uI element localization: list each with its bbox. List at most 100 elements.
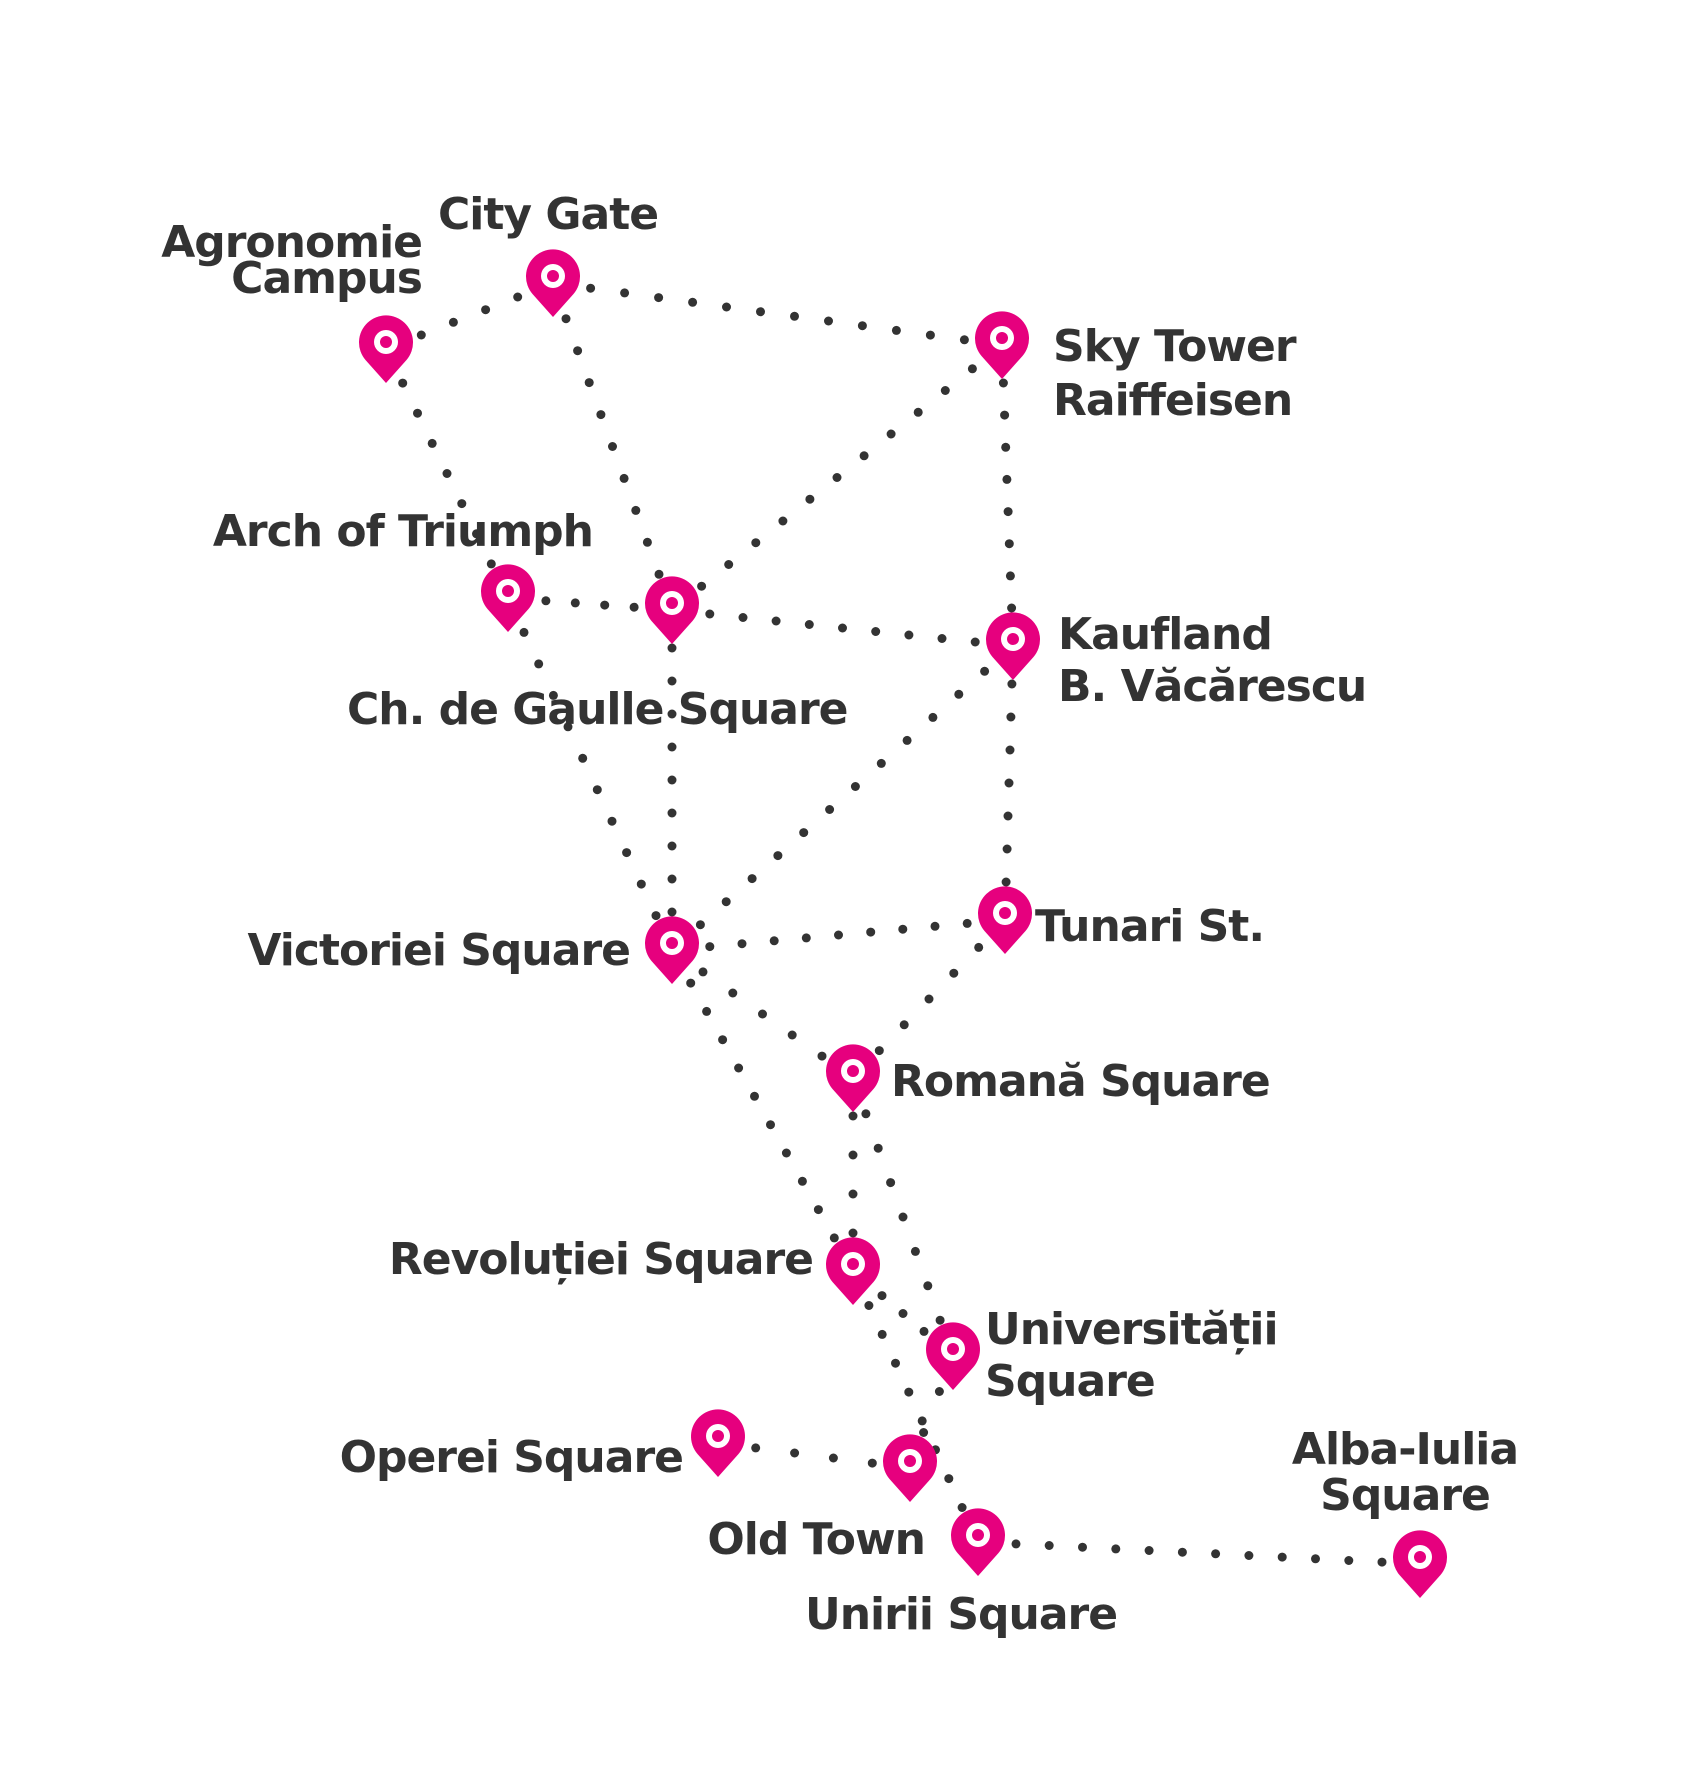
route-dot — [686, 978, 696, 988]
label-old-town: Old Town — [707, 1514, 926, 1565]
label-unirii-square: Unirii Square — [805, 1589, 1118, 1640]
route-dot — [756, 307, 765, 317]
label-city-gate: City Gate — [438, 189, 659, 240]
route-dot — [1002, 844, 1012, 854]
map-pin-icon[interactable] — [883, 1434, 937, 1502]
route-dot — [848, 1150, 858, 1160]
route-dot — [688, 297, 698, 307]
route-dot — [636, 879, 646, 889]
route-dot — [751, 1443, 761, 1453]
route-dot — [442, 469, 452, 478]
map-pin-icon[interactable] — [1393, 1530, 1447, 1598]
map-pin-icon[interactable] — [978, 886, 1032, 954]
map-pin-icon[interactable] — [645, 916, 699, 984]
route-dot — [695, 920, 705, 930]
route-dot — [873, 1143, 883, 1153]
route-dot — [1311, 1554, 1320, 1564]
route-dot — [1111, 1544, 1121, 1554]
label-universitatii-square: Universității Square — [985, 1304, 1279, 1407]
route-dot — [667, 643, 677, 653]
map-pin-icon[interactable] — [359, 315, 413, 383]
route-dot — [738, 613, 748, 622]
route-dot — [959, 335, 969, 345]
route-dot — [790, 1448, 800, 1458]
label-sky-tower-raiffeisen: Sky Tower Raiffeisen — [1053, 321, 1297, 426]
route-dot — [718, 1035, 728, 1045]
route-dot — [829, 1233, 839, 1243]
route-dot — [654, 569, 664, 579]
route-dot — [1000, 410, 1010, 420]
route-dot — [620, 288, 630, 298]
route-dot — [934, 1387, 944, 1396]
route-dot — [857, 321, 867, 331]
route-dot — [937, 634, 947, 643]
route-dot — [563, 722, 573, 732]
route-dot — [534, 659, 544, 669]
route-dot — [1011, 1539, 1021, 1549]
map-pin-icon[interactable] — [526, 249, 580, 317]
route-dot — [848, 1189, 858, 1199]
route-dot — [472, 529, 481, 539]
route-dot — [848, 1228, 858, 1238]
route-dot — [548, 690, 558, 700]
route-dot — [799, 828, 809, 838]
route-dot — [1005, 571, 1015, 581]
route-dot — [448, 317, 458, 327]
route-dot — [758, 1009, 767, 1019]
route-dot — [519, 627, 529, 637]
route-agronomie-arch — [398, 378, 496, 569]
route-dot — [705, 942, 715, 952]
route-dot — [874, 1046, 884, 1056]
map-pin-icon[interactable] — [645, 576, 699, 644]
route-dot — [825, 805, 835, 814]
label-romana-square: Romană Square — [891, 1056, 1271, 1107]
route-dot — [573, 346, 583, 356]
route-dot — [773, 851, 783, 861]
route-dot — [771, 616, 781, 626]
route-dot — [600, 600, 610, 610]
route-dot — [697, 581, 707, 591]
route-dot — [766, 1120, 775, 1130]
route-dot — [747, 874, 757, 884]
route-dot — [1277, 1552, 1287, 1562]
label-arch-of-triumph: Arch of Triumph — [212, 506, 594, 557]
route-dot — [790, 311, 799, 321]
route-dot — [622, 848, 632, 858]
map-pin-icon[interactable] — [481, 564, 535, 632]
route-dot — [596, 410, 606, 420]
route-dot — [877, 1329, 887, 1339]
route-dot — [667, 676, 677, 686]
map-pin-icon[interactable] — [975, 311, 1029, 379]
pin-center — [972, 1529, 984, 1541]
pin-center — [712, 1430, 724, 1442]
route-dot — [876, 758, 886, 768]
route-dot — [667, 841, 677, 851]
route-dot — [898, 1212, 908, 1222]
route-dot — [578, 753, 588, 763]
label-agronomie-campus: Agronomie Campus — [161, 217, 423, 304]
pin-center — [380, 336, 392, 348]
route-dot — [967, 364, 977, 374]
route-dot — [607, 816, 617, 826]
map-pin-icon[interactable] — [826, 1237, 880, 1305]
route-gaulle-victoriei — [667, 643, 677, 917]
route-dot — [416, 330, 426, 340]
map-pin-icon[interactable] — [826, 1044, 880, 1112]
route-dot — [667, 808, 677, 818]
route-dot — [778, 516, 788, 526]
map-pin-icon[interactable] — [951, 1508, 1005, 1576]
route-dot — [561, 314, 571, 324]
map-pin-icon[interactable] — [926, 1322, 980, 1390]
route-dot — [1005, 745, 1015, 755]
route-dot — [721, 897, 731, 907]
map-pin-icon[interactable] — [986, 612, 1040, 680]
route-romana-revolutiei — [848, 1111, 858, 1238]
route-dot — [801, 933, 811, 943]
route-dot — [957, 1503, 967, 1512]
route-dot — [705, 609, 715, 619]
route-dot — [642, 537, 652, 547]
route-dot — [1001, 442, 1011, 452]
map-pin-icon[interactable] — [691, 1409, 745, 1477]
pin-center — [904, 1455, 916, 1467]
